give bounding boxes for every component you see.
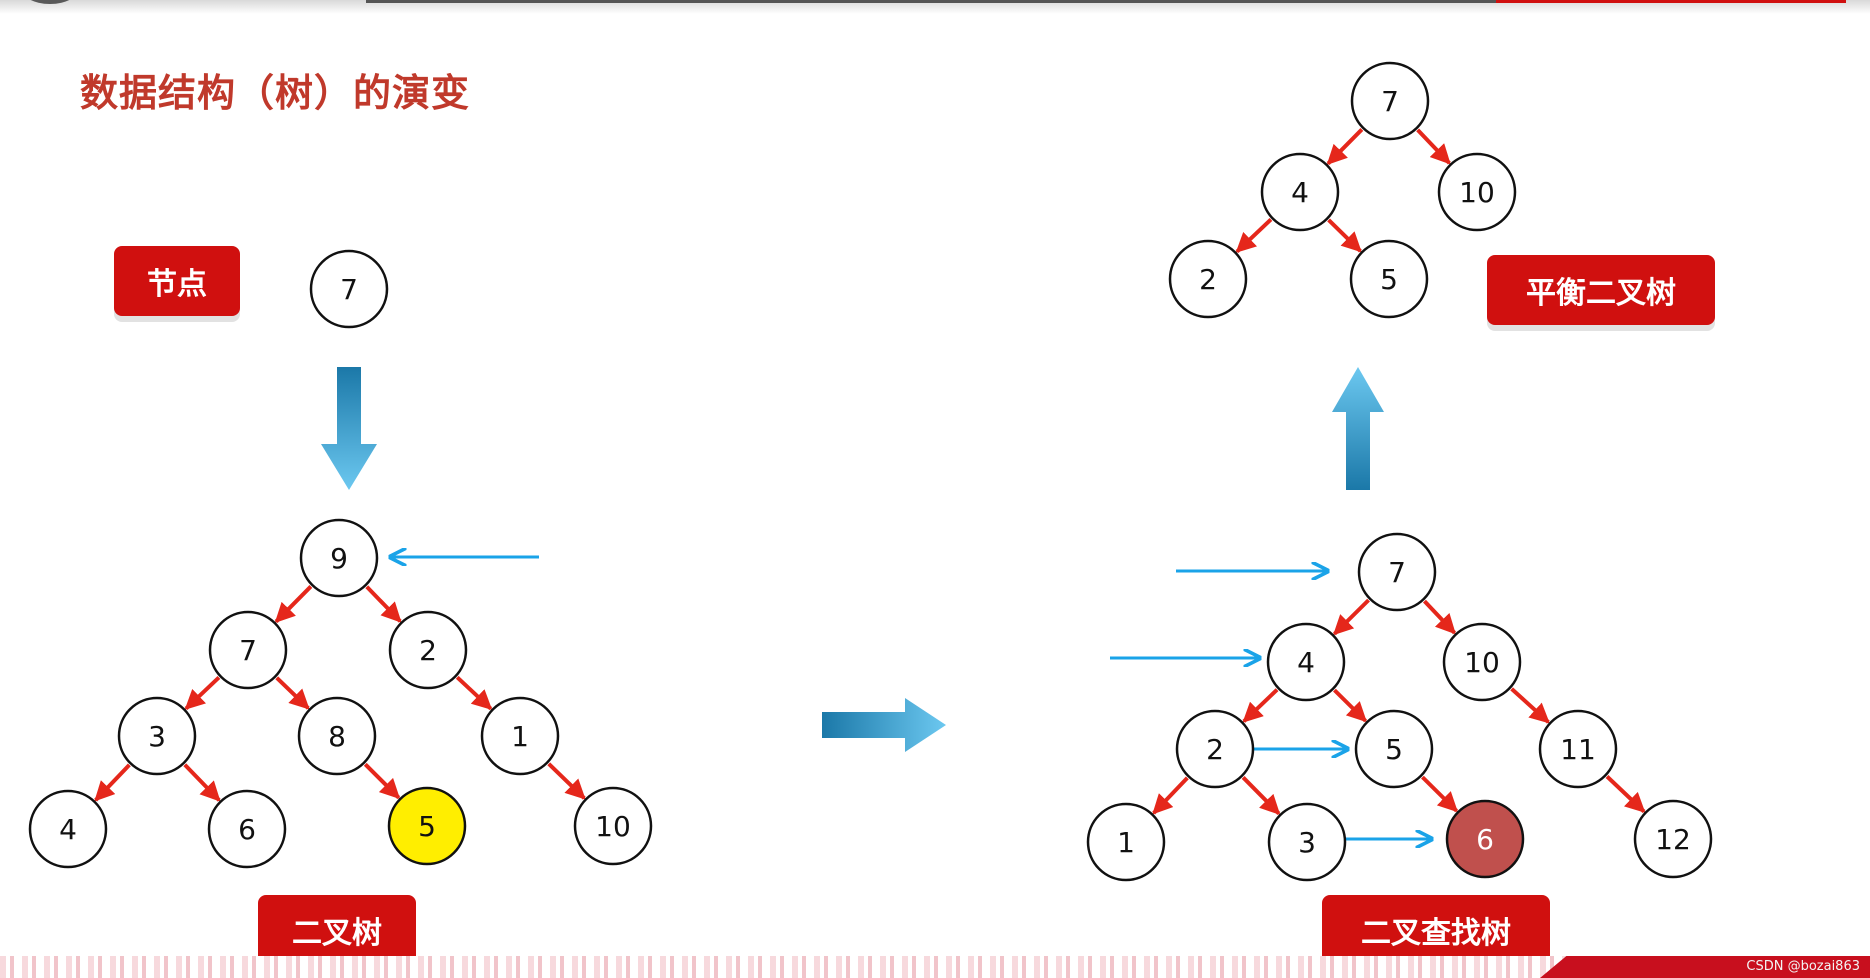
balanced-tree-node-label: 7	[1381, 85, 1399, 118]
bst-node-label: 1	[1117, 826, 1135, 859]
bst-edge	[1423, 599, 1456, 635]
binary-tree-edge	[275, 676, 310, 710]
bst-edge	[1421, 775, 1458, 813]
binary-tree-edge	[274, 585, 313, 623]
balanced-tree-node-5: 5	[1349, 239, 1429, 319]
label-node-text: 节点	[147, 267, 207, 302]
balanced-tree-node-label: 10	[1459, 176, 1495, 209]
binary-tree-node-10: 10	[573, 786, 653, 866]
bst-node-label: 11	[1560, 733, 1596, 766]
label-balanced-text: 平衡二叉树	[1526, 276, 1676, 311]
label-balanced-tree: 平衡二叉树	[1487, 255, 1715, 325]
bst-node-label: 5	[1385, 733, 1403, 766]
balanced-tree-node-10: 10	[1437, 152, 1517, 232]
label-bst: 二叉查找树	[1322, 895, 1550, 965]
bst-edge	[1241, 776, 1281, 815]
binary-tree-node-8: 8	[297, 696, 377, 776]
bottom-decor-red	[1540, 956, 1870, 978]
balanced-tree-edge	[1235, 218, 1273, 253]
label-binary-tree-text: 二叉树	[292, 916, 382, 951]
arrow-right-large	[822, 698, 946, 752]
arrow-down-large	[321, 367, 377, 490]
binary-tree-node-4: 4	[28, 789, 108, 869]
balanced-tree-node-2: 2	[1168, 239, 1248, 319]
bst-node-3: 3	[1267, 802, 1347, 882]
top-bar	[0, 0, 1870, 14]
binary-tree-edge	[365, 585, 402, 623]
bst-edge	[1242, 688, 1279, 723]
bst-node-7: 7	[1357, 532, 1437, 612]
bst-edge	[1333, 688, 1367, 723]
binary-tree-edge	[547, 762, 586, 800]
top-rule-accent	[1496, 0, 1846, 3]
binary-tree-node-label: 10	[595, 810, 631, 843]
bst-edge	[1510, 687, 1550, 724]
binary-tree-edge	[94, 763, 131, 802]
top-rule	[366, 0, 1496, 3]
label-node: 节点	[114, 246, 240, 316]
bst-node-label: 2	[1206, 733, 1224, 766]
balanced-tree-edge	[1326, 128, 1364, 165]
binary-tree-node-label: 2	[419, 634, 437, 667]
binary-tree-node-3: 3	[117, 696, 197, 776]
balanced-tree-node-label: 4	[1291, 176, 1309, 209]
bst-node-4: 4	[1266, 622, 1346, 702]
binary-tree-edge	[455, 675, 493, 711]
bst-node-6: 6	[1445, 799, 1525, 879]
binary-tree-node-label: 4	[59, 813, 77, 846]
corner-decoration	[20, 0, 80, 4]
bst-edge	[1333, 598, 1370, 636]
balanced-tree-node-label: 2	[1199, 263, 1217, 296]
single-node-7: 7	[309, 249, 389, 329]
bst-edge	[1605, 775, 1646, 813]
binary-tree-node-label: 8	[328, 720, 346, 753]
bst-node-1: 1	[1086, 802, 1166, 882]
single-node-label: 7	[340, 273, 358, 306]
bst-edge	[1152, 776, 1189, 815]
balanced-tree-node-4: 4	[1260, 152, 1340, 232]
bst-node-label: 4	[1297, 646, 1315, 679]
binary-tree-node-5: 5	[387, 786, 467, 866]
binary-tree-node-label: 5	[418, 810, 436, 843]
binary-tree-node-2: 2	[388, 610, 468, 690]
binary-tree-node-label: 1	[511, 720, 529, 753]
binary-tree-node-label: 7	[239, 634, 257, 667]
bottom-decor-strip	[0, 956, 1870, 978]
bst-node-10: 10	[1442, 622, 1522, 702]
balanced-tree-node-label: 5	[1380, 263, 1398, 296]
bst-node-2: 2	[1175, 709, 1255, 789]
binary-tree-node-9: 9	[299, 518, 379, 598]
label-bst-text: 二叉查找树	[1361, 916, 1511, 951]
page-title: 数据结构（树）的演变	[80, 71, 471, 115]
binary-tree-node-label: 3	[148, 720, 166, 753]
binary-tree-node-1: 1	[480, 696, 560, 776]
label-binary-tree: 二叉树	[258, 895, 416, 965]
binary-tree-edge	[184, 676, 221, 710]
binary-tree-edge	[363, 762, 401, 800]
arrow-up-large	[1332, 367, 1384, 490]
bst-node-5: 5	[1354, 709, 1434, 789]
balanced-tree-edge	[1416, 128, 1451, 165]
binary-tree-node-label: 6	[238, 813, 256, 846]
bst-node-12: 12	[1633, 799, 1713, 879]
bst-node-label: 6	[1476, 823, 1494, 856]
balanced-tree-edge	[1327, 218, 1362, 253]
binary-tree-edge	[183, 763, 221, 802]
bst-node-label: 10	[1464, 646, 1500, 679]
binary-tree-node-6: 6	[207, 789, 287, 869]
bst-node-label: 3	[1298, 826, 1316, 859]
bst-node-label: 12	[1655, 823, 1691, 856]
binary-tree-node-7: 7	[208, 610, 288, 690]
watermark-text: CSDN @bozai863	[1746, 959, 1860, 974]
bst-node-label: 7	[1388, 556, 1406, 589]
binary-tree-node-label: 9	[330, 542, 348, 575]
bst-node-11: 11	[1538, 709, 1618, 789]
balanced-tree-node-7: 7	[1350, 61, 1430, 141]
